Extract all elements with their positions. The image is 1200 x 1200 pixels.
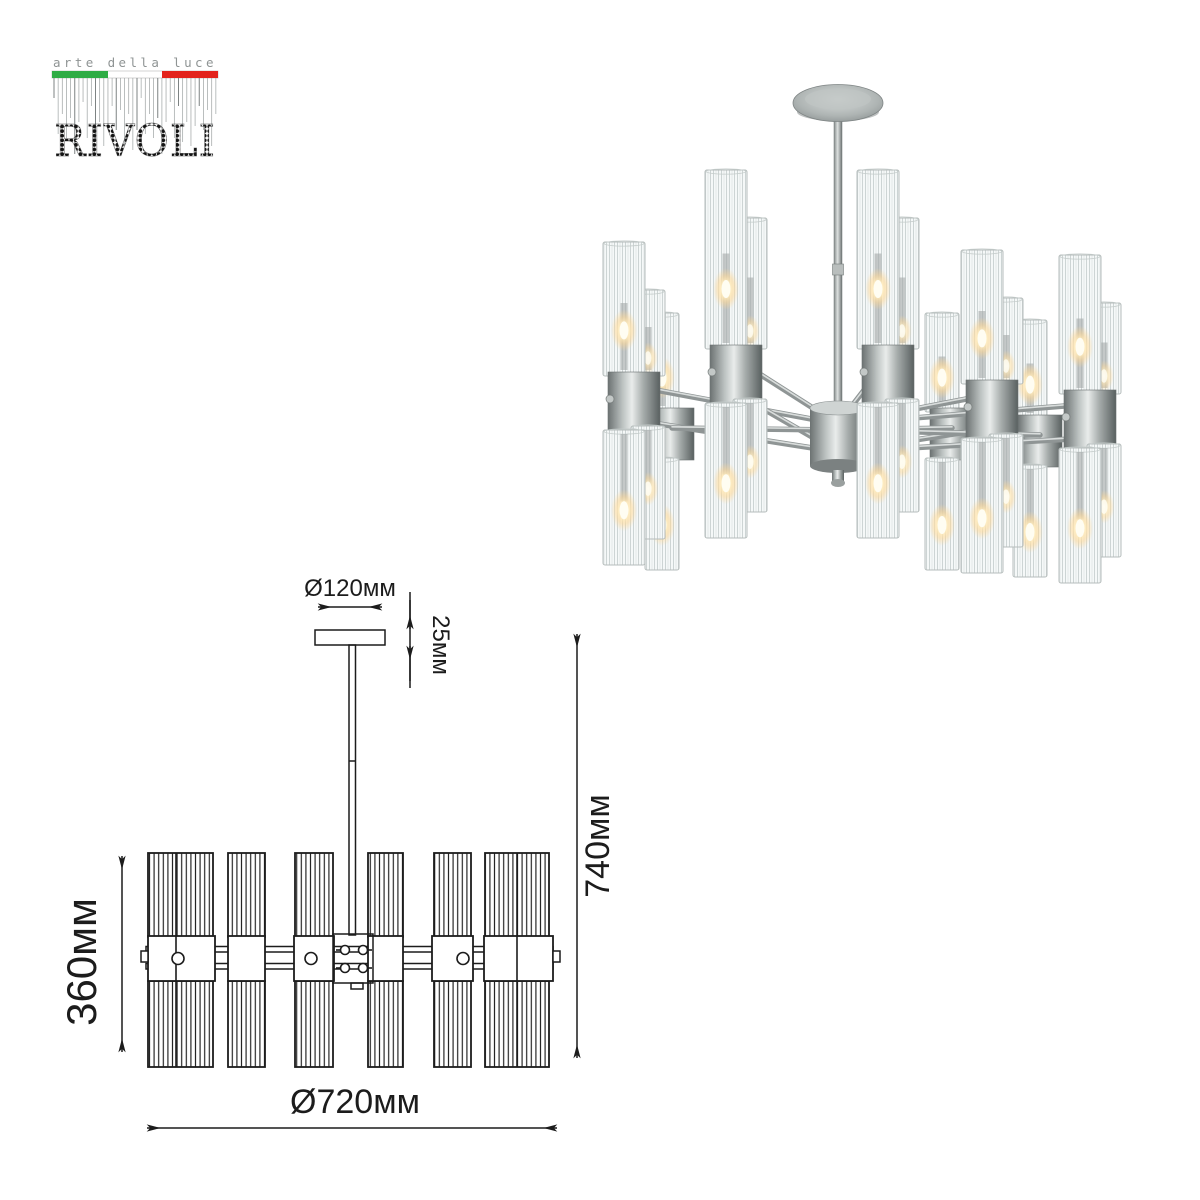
drawing-canopy — [314, 629, 386, 646]
tube-columns — [147, 852, 550, 1068]
chandelier-arm-cluster — [602, 240, 666, 566]
brand-name: RIVOLI — [54, 116, 216, 167]
rod-coupler — [832, 263, 844, 276]
brand-name-outline: RIVOLI — [54, 116, 216, 167]
dimension-drawing: Ø120мм 25мм 360мм — [58, 575, 617, 1132]
svg-text:360мм: 360мм — [58, 898, 105, 1026]
product-photo — [602, 84, 1122, 584]
flag-green — [52, 71, 108, 78]
dim-fixture-diameter: Ø720мм — [146, 1083, 558, 1132]
dim-total-height: 740мм — [573, 633, 617, 1059]
brand-logo: arte della luce RIVOLI RIVOLI — [51, 55, 219, 167]
drawing-rod — [348, 644, 357, 936]
chandelier-arm-cluster — [924, 311, 975, 571]
flag-red — [162, 71, 218, 78]
dim-canopy-height: 25мм — [406, 592, 454, 688]
svg-text:Ø720мм: Ø720мм — [290, 1083, 420, 1121]
brand-tagline: arte della luce — [53, 55, 217, 70]
svg-text:Ø120мм: Ø120мм — [304, 575, 396, 602]
chandelier-arm-cluster — [856, 168, 920, 539]
svg-text:25мм: 25мм — [427, 615, 454, 675]
chandelier-arm-cluster — [1058, 253, 1122, 584]
chandelier-arm-cluster — [704, 168, 768, 539]
connector-boxes — [140, 935, 561, 982]
ceiling-canopy — [792, 84, 884, 122]
dim-shade-height: 360мм — [58, 855, 126, 1053]
logo-threads — [53, 78, 217, 154]
chandelier-arm-cluster — [960, 248, 1024, 574]
pendant-rod — [833, 101, 843, 419]
front-tube-clusters — [602, 168, 1122, 584]
drawing-hub — [332, 933, 374, 990]
dim-canopy-diameter: Ø120мм — [304, 575, 396, 611]
svg-text:740мм: 740мм — [579, 794, 617, 897]
